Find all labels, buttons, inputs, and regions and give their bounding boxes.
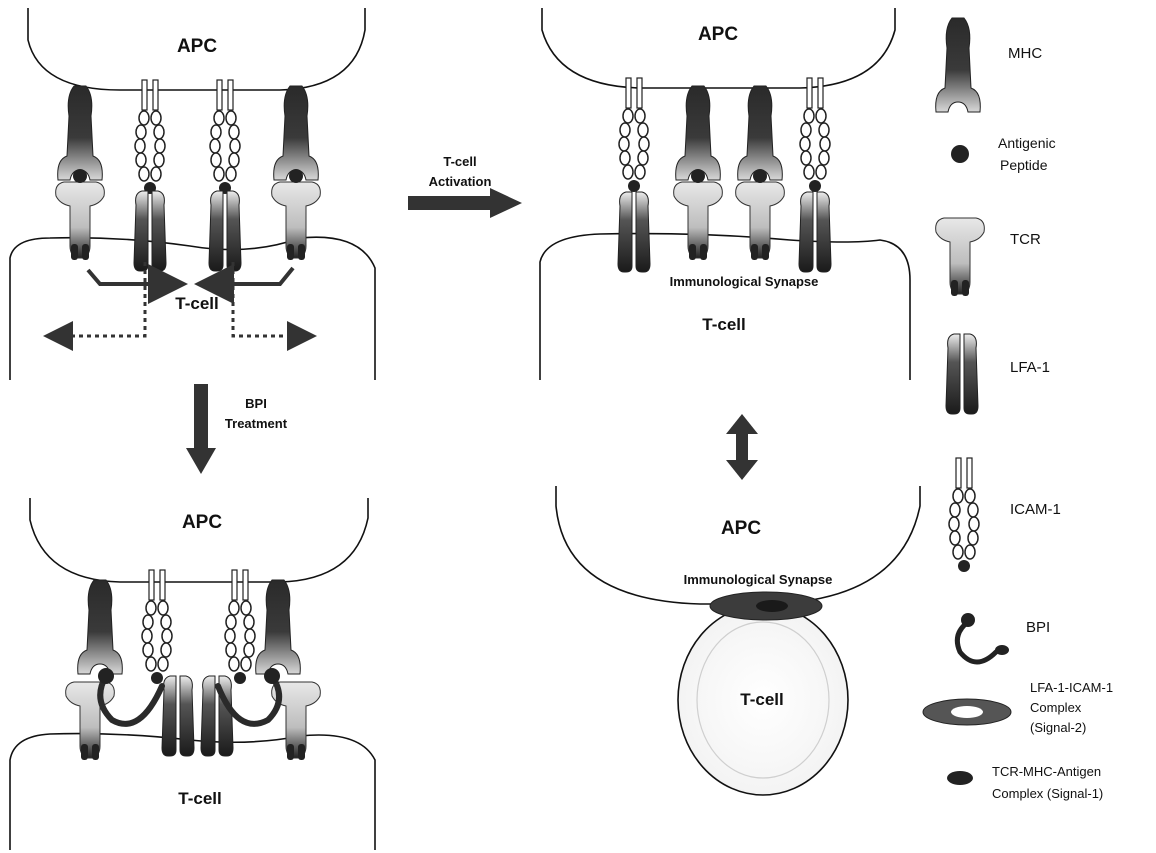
bpi-head (98, 668, 114, 684)
tcr-icon (936, 218, 985, 296)
lfa1-molecule (134, 191, 166, 271)
lfa1-molecule (799, 192, 831, 272)
outward-dotted-arrow (233, 262, 305, 336)
mhc-molecule (738, 86, 783, 180)
icam1-molecule (142, 570, 172, 684)
icam1-icon (949, 458, 979, 572)
legend-mhc-label: MHC (1008, 45, 1042, 62)
panel-bottom-left: APC T-cell (10, 498, 375, 850)
mhc-molecule (58, 86, 103, 180)
legend-antigenic-label: Antigenic (998, 135, 1056, 151)
bpi-icon (957, 622, 996, 662)
activation-arrow-label: Activation (429, 174, 492, 189)
outward-dotted-arrow (55, 262, 145, 336)
apc-label: APC (698, 24, 738, 45)
antigenic-peptide (289, 169, 303, 183)
lfa1-icon (946, 334, 978, 414)
bpi-icon-tail (995, 645, 1009, 655)
apc-membrane (30, 498, 368, 582)
panel-top-left: APC T-cell (10, 8, 375, 380)
tcr-mhc-antigen-complex (756, 600, 788, 612)
legend-bpi-label: BPI (1026, 619, 1050, 636)
apc-label: APC (721, 518, 761, 539)
apc-label: APC (182, 512, 222, 533)
antigenic-peptide (753, 169, 767, 183)
icam1-molecule (210, 80, 240, 194)
tcr-molecule (272, 182, 321, 260)
mhc-molecule (256, 580, 301, 674)
panel-top-right: APC Immunological Synapse T-cell (540, 8, 910, 380)
lfa1-molecule (618, 192, 650, 272)
mhc-molecule (78, 580, 123, 674)
legend-tcr-complex-line2: Complex (Signal-1) (992, 786, 1103, 801)
tcr-molecule (56, 182, 105, 260)
treatment-arrow-label: Treatment (225, 416, 288, 431)
icam1-molecule (619, 78, 649, 192)
tcell-label: T-cell (740, 690, 783, 709)
tcell-label: T-cell (175, 294, 218, 313)
complex-icon-center (951, 706, 983, 718)
tcell-membrane (540, 234, 910, 380)
bpi-icon-head (961, 613, 975, 627)
legend-complex-line2: Complex (1030, 700, 1082, 715)
legend: MHC Antigenic Peptide TCR LFA-1 ICAM-1 B… (923, 18, 1113, 801)
tcr-molecule (66, 682, 115, 760)
legend-tcr-label: TCR (1010, 231, 1041, 248)
bpi-arrow-label: BPI (245, 396, 267, 411)
lfa1-molecule (162, 676, 194, 756)
legend-complex-line3: (Signal-2) (1030, 720, 1086, 735)
panel-bottom-right: APC Immunological Synapse T-cell (556, 486, 920, 795)
mhc-icon (936, 18, 981, 112)
antigenic-peptide (73, 169, 87, 183)
icam1-molecule (800, 78, 830, 192)
bpi-head (264, 668, 280, 684)
legend-peptide-label: Peptide (1000, 157, 1048, 173)
tcr-molecule (674, 182, 723, 260)
tcell-label: T-cell (702, 315, 745, 334)
mhc-molecule (274, 86, 319, 180)
synapse-label: Immunological Synapse (670, 274, 819, 289)
tcell-activation-arrow: T-cell Activation (408, 154, 522, 218)
inward-arrow (210, 268, 293, 284)
mhc-molecule (676, 86, 721, 180)
bpi-treatment-arrow: BPI Treatment (186, 384, 288, 474)
icam1-molecule (135, 80, 165, 194)
tcr-molecule (736, 182, 785, 260)
apc-membrane (542, 8, 895, 88)
tcr-mhc-antigen-complex-icon (947, 771, 973, 785)
legend-complex-line1: LFA-1-ICAM-1 (1030, 680, 1113, 695)
tcell-arrow-label: T-cell (443, 154, 476, 169)
lfa1-molecule (209, 191, 241, 271)
synapse-label: Immunological Synapse (684, 572, 833, 587)
double-arrow (726, 414, 758, 480)
antigenic-peptide-icon (951, 145, 969, 163)
apc-label: APC (177, 36, 217, 57)
tcell-label: T-cell (178, 789, 221, 808)
legend-lfa1-label: LFA-1 (1010, 359, 1050, 376)
icam1-molecule (225, 570, 255, 684)
legend-tcr-complex-line1: TCR-MHC-Antigen (992, 764, 1101, 779)
antigenic-peptide (691, 169, 705, 183)
inward-arrow (88, 270, 172, 284)
legend-icam1-label: ICAM-1 (1010, 501, 1061, 518)
